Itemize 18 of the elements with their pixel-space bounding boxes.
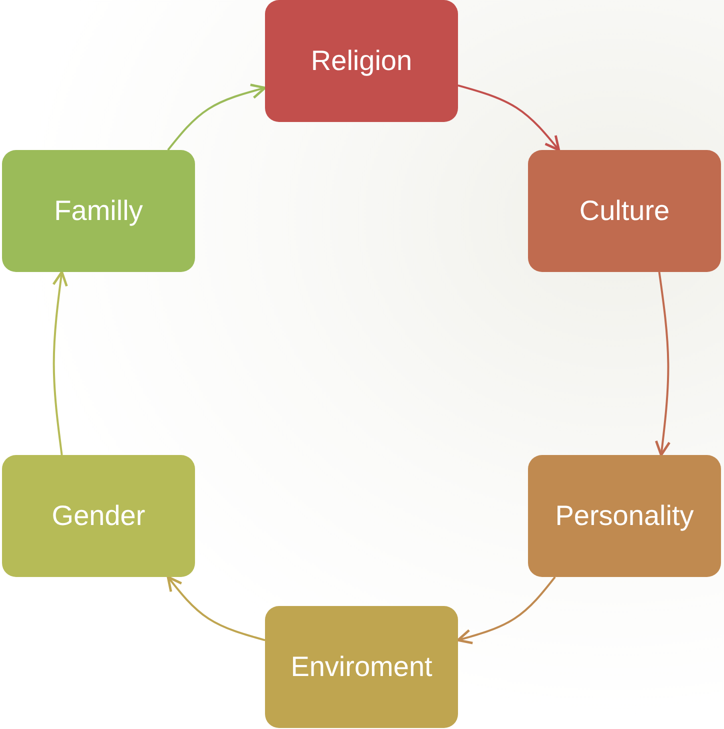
process-box — [265, 0, 458, 122]
process-box — [2, 455, 195, 577]
process-box — [528, 150, 721, 272]
process-box — [265, 606, 458, 728]
curved-arrow — [458, 84, 560, 152]
process-box — [2, 150, 195, 272]
box-label: Religion — [310, 45, 412, 77]
curved-arrow — [52, 270, 68, 456]
box-label: Personality — [555, 500, 694, 532]
curved-arrow — [654, 272, 671, 456]
curved-arrow — [166, 576, 266, 642]
box-label: Familly — [54, 195, 143, 227]
process-box — [528, 455, 721, 577]
box-label: Enviroment — [290, 651, 432, 683]
curved-arrow — [167, 84, 266, 151]
curved-arrow — [456, 576, 556, 644]
box-label: Culture — [579, 195, 670, 227]
box-label: Gender — [52, 500, 146, 532]
